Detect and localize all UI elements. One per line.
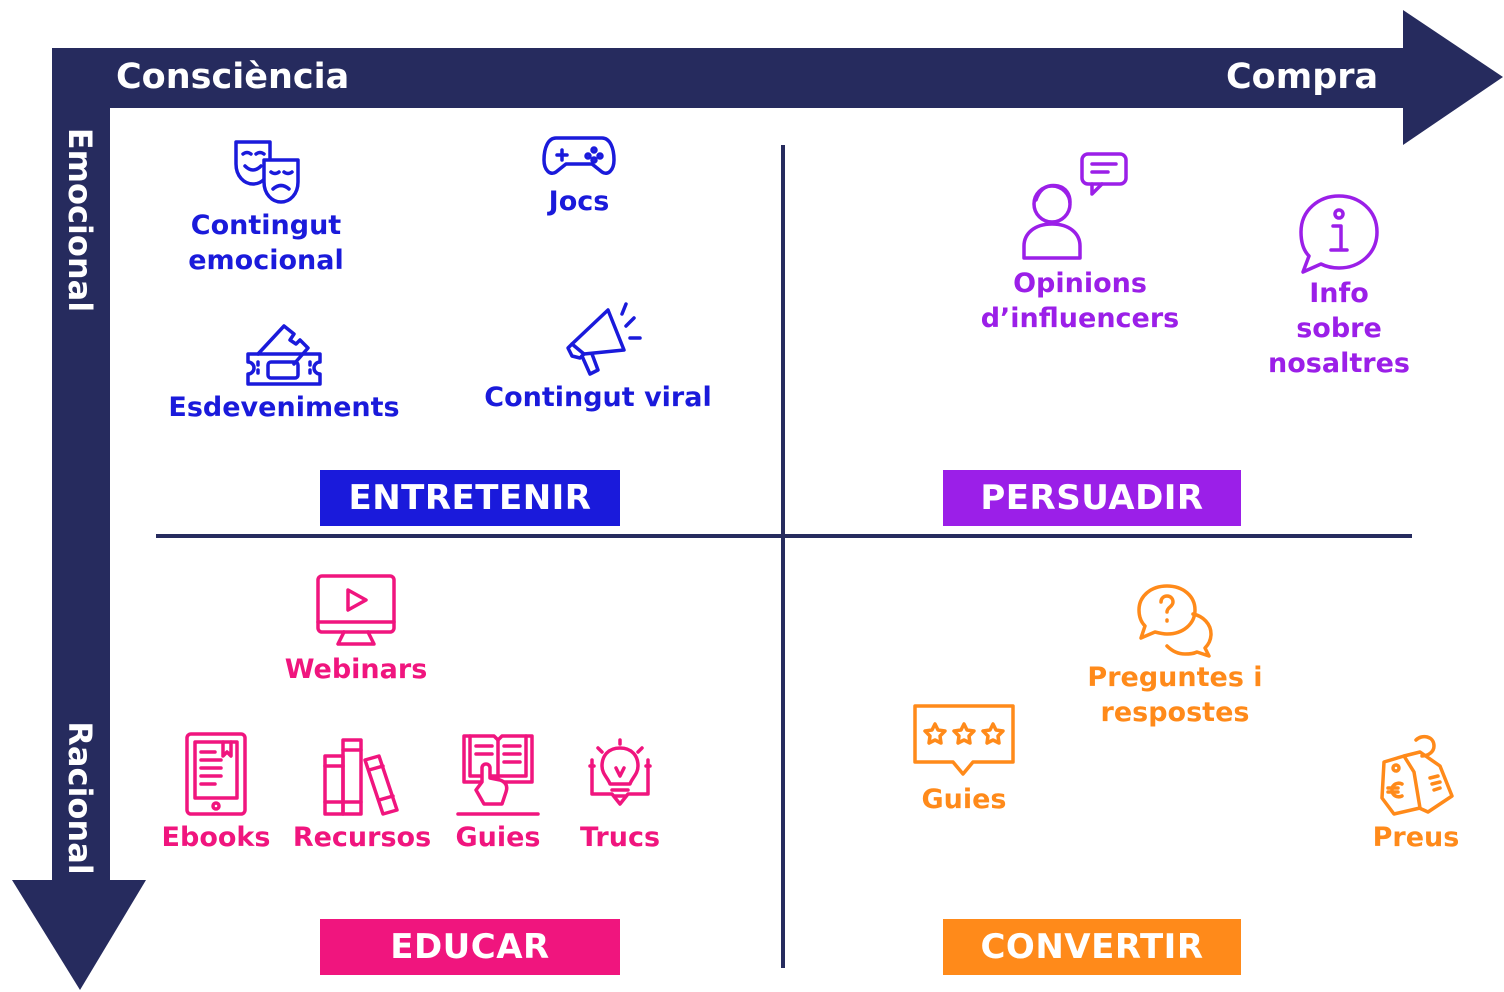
- item-label: Esdeveniments: [168, 392, 400, 423]
- item-guides-educar: Guies: [450, 730, 546, 855]
- price-tag-icon: [1380, 734, 1454, 816]
- open-book-icon: [456, 734, 540, 816]
- quadrant-title-entretenir: ENTRETENIR: [320, 470, 620, 526]
- item-label: Info sobre nosaltres: [1268, 278, 1410, 379]
- tickets-icon: [246, 324, 322, 386]
- quadrant-title-persuadir: PERSUADIR: [943, 470, 1241, 526]
- gamepad-icon: [542, 136, 616, 175]
- star-rating-icon: [913, 704, 1015, 776]
- monitor-play-icon: [316, 574, 396, 646]
- item-label: Opinions d’influencers: [980, 268, 1180, 334]
- books-icon: [323, 738, 399, 816]
- lightbulb-icon: [588, 738, 652, 806]
- horizontal-arrow-head: [1403, 10, 1503, 145]
- item-label: Contingut emocional: [188, 210, 344, 276]
- item-resources: Recursos: [290, 736, 434, 855]
- axis-label-rational: Racional: [61, 721, 99, 875]
- horizontal-axis-bar: [52, 48, 1412, 108]
- item-ebooks: Ebooks: [158, 730, 274, 855]
- item-label: Contingut viral: [484, 382, 712, 413]
- item-label: Jocs: [548, 186, 610, 217]
- axis-label-emotional: Emocional: [61, 127, 99, 313]
- item-questions-answers: Preguntes i respostes: [1060, 582, 1290, 730]
- vertical-axis-bar: [52, 48, 110, 886]
- item-games: Jocs: [520, 130, 638, 219]
- item-label: Preguntes i respostes: [1087, 662, 1263, 728]
- item-prices: Preus: [1364, 732, 1468, 855]
- item-info-about-us: Info sobre nosaltres: [1262, 192, 1416, 381]
- item-label: Ebooks: [161, 822, 271, 853]
- influencer-chat-icon: [1022, 152, 1128, 260]
- quadrant-title-educar: EDUCAR: [320, 919, 620, 975]
- megaphone-icon: [566, 302, 642, 376]
- item-viral-content: Contingut viral: [484, 300, 712, 415]
- item-webinars: Webinars: [280, 572, 432, 687]
- question-bubbles-icon: [1137, 584, 1213, 658]
- item-label: Webinars: [284, 654, 428, 685]
- item-events: Esdeveniments: [166, 320, 402, 425]
- item-guides-convertir: Guies: [904, 700, 1024, 817]
- item-emotional-content: Contingut emocional: [170, 136, 362, 278]
- item-tips: Trucs: [572, 738, 668, 855]
- axis-label-awareness: Consciència: [116, 57, 350, 97]
- item-label: Recursos: [292, 822, 432, 853]
- info-bubble-icon: [1299, 194, 1379, 274]
- vertical-arrow-head: [12, 880, 146, 990]
- ereader-icon: [185, 732, 247, 816]
- item-label: Preus: [1372, 822, 1460, 853]
- item-label: Trucs: [579, 822, 661, 853]
- axis-label-purchase: Compra: [1226, 57, 1379, 97]
- theater-masks-icon: [234, 140, 300, 204]
- item-influencer-opinions: Opinions d’influencers: [978, 150, 1182, 336]
- item-label: Guies: [455, 822, 541, 853]
- quadrant-title-convertir: CONVERTIR: [943, 919, 1241, 975]
- item-label: Guies: [921, 784, 1007, 815]
